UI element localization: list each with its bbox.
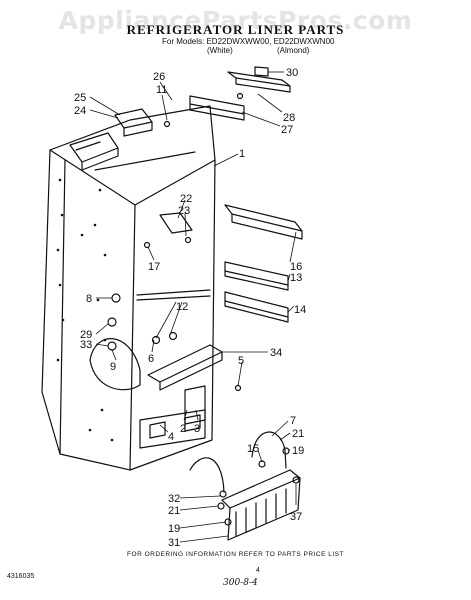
- ordering-note: FOR ORDERING INFORMATION REFER TO PARTS …: [127, 551, 344, 558]
- callout-1: 1: [239, 148, 245, 160]
- callout-14: 14: [294, 304, 306, 316]
- callout-9: 9: [110, 361, 116, 373]
- watermark: AppliancePartsPros.com: [58, 6, 413, 35]
- callout-28: 28: [283, 112, 295, 124]
- models-line: For Models: ED22DWXWW00, ED22DWXWN00: [162, 37, 335, 46]
- document-number: 4316035: [7, 573, 35, 580]
- callout-25: 25: [74, 92, 86, 104]
- page-title: REFRIGERATOR LINER PARTS: [126, 22, 345, 37]
- callout-17: 17: [148, 261, 160, 273]
- callout-30: 30: [286, 67, 298, 79]
- callout-7: 7: [290, 415, 296, 427]
- callout-16: 16: [290, 261, 302, 273]
- callout-31: 31: [168, 537, 180, 549]
- callout-19b: 19: [168, 523, 180, 535]
- callout-6: 6: [148, 353, 154, 365]
- callout-21b: 21: [168, 505, 180, 517]
- callout-22: 22: [180, 193, 192, 205]
- handwritten-note: 300-8-4: [223, 578, 258, 588]
- callout-12: 12: [176, 301, 188, 313]
- almond-variant-label: (Almond): [277, 46, 310, 55]
- callout-29: 29: [80, 329, 92, 341]
- callout-24: 24: [74, 105, 86, 117]
- callout-33: 33: [80, 339, 92, 351]
- white-variant-label: (White): [207, 46, 233, 55]
- callout-19: 19: [292, 445, 304, 457]
- callout-15: 15: [247, 443, 259, 455]
- callout-5: 5: [238, 355, 244, 367]
- callout-21: 21: [292, 428, 304, 440]
- callout-37: 37: [290, 511, 302, 523]
- callout-32: 32: [168, 493, 180, 505]
- callout-27: 27: [281, 124, 293, 136]
- callout-26: 26: [153, 71, 165, 83]
- callout-3: 3: [194, 423, 200, 435]
- callout-8: 8: [86, 293, 92, 305]
- page-number: 4: [256, 567, 260, 574]
- callout-2: 2: [180, 423, 186, 435]
- callout-4: 4: [168, 431, 174, 443]
- callout-13: 13: [290, 272, 302, 284]
- callout-11: 11: [156, 84, 167, 96]
- callout-23: 23: [178, 205, 190, 217]
- callout-34: 34: [270, 347, 282, 359]
